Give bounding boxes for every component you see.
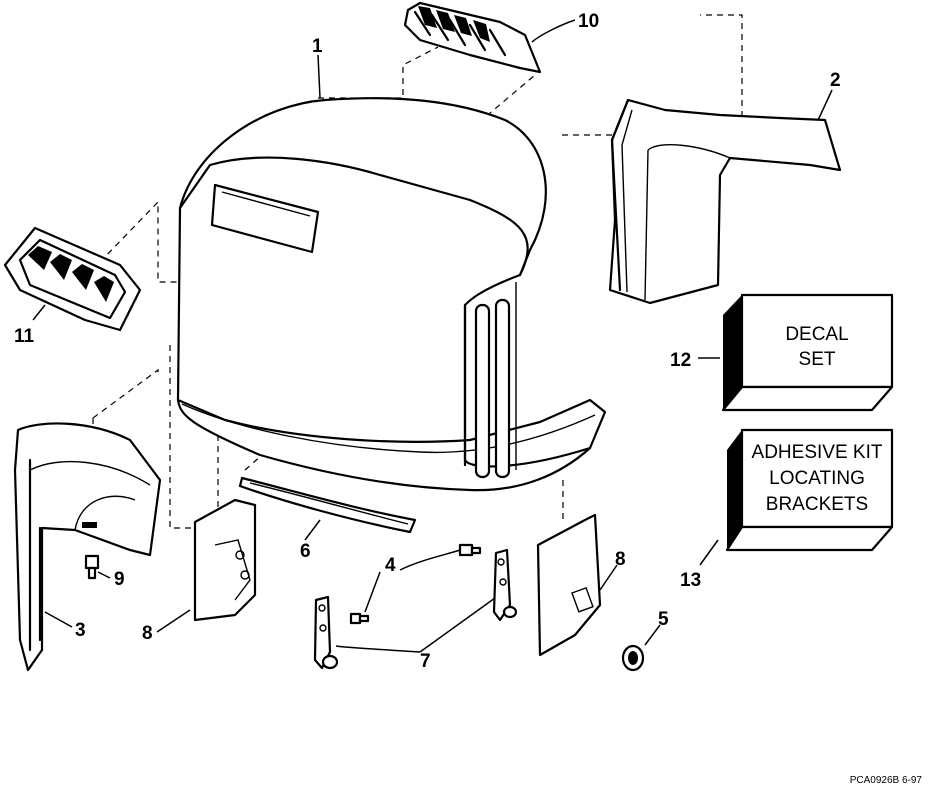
callout-labels: 1 10 2 11 12 13 3 9 8 6 4 7 8 5	[14, 11, 841, 672]
screw-4	[349, 543, 482, 625]
label-5: 5	[658, 609, 669, 630]
top-vent-grille	[403, 1, 542, 74]
grommet-5	[621, 644, 645, 672]
label-11: 11	[14, 326, 35, 347]
rear-upper-cover	[608, 98, 842, 305]
adhesive-box-line2: LOCATING	[769, 468, 865, 489]
decal-set-box: DECAL SET	[721, 293, 894, 412]
side-vent-grille	[3, 226, 142, 332]
decal-box-line1: DECAL	[785, 324, 848, 345]
adhesive-box-line1: ADHESIVE KIT	[752, 442, 883, 463]
label-7: 7	[420, 651, 431, 672]
lower-side-cover	[13, 422, 162, 672]
screw-9	[84, 554, 100, 580]
leader-lines	[32, 19, 833, 653]
label-6: 6	[300, 541, 311, 562]
label-10: 10	[578, 11, 599, 32]
label-13: 13	[680, 570, 701, 591]
seal-strip	[238, 476, 417, 534]
adhesive-kit-box: ADHESIVE KIT LOCATING BRACKETS	[725, 428, 894, 552]
label-4: 4	[385, 555, 396, 576]
label-8-right: 8	[615, 549, 626, 570]
decal-box-line2: SET	[799, 349, 836, 370]
adhesive-box-line3: BRACKETS	[766, 494, 868, 515]
label-9: 9	[114, 569, 125, 590]
engine-cowl	[176, 97, 607, 492]
label-1: 1	[312, 36, 323, 57]
latch-7-left	[313, 595, 339, 670]
label-2: 2	[830, 70, 841, 91]
label-12: 12	[670, 350, 691, 371]
bracket-8-right	[536, 513, 602, 657]
drawing-code: PCA0926B 6-97	[850, 775, 923, 786]
label-8-left: 8	[142, 623, 153, 644]
label-3: 3	[75, 620, 86, 641]
bracket-8-left	[193, 498, 257, 622]
latch-7-right	[492, 548, 518, 622]
